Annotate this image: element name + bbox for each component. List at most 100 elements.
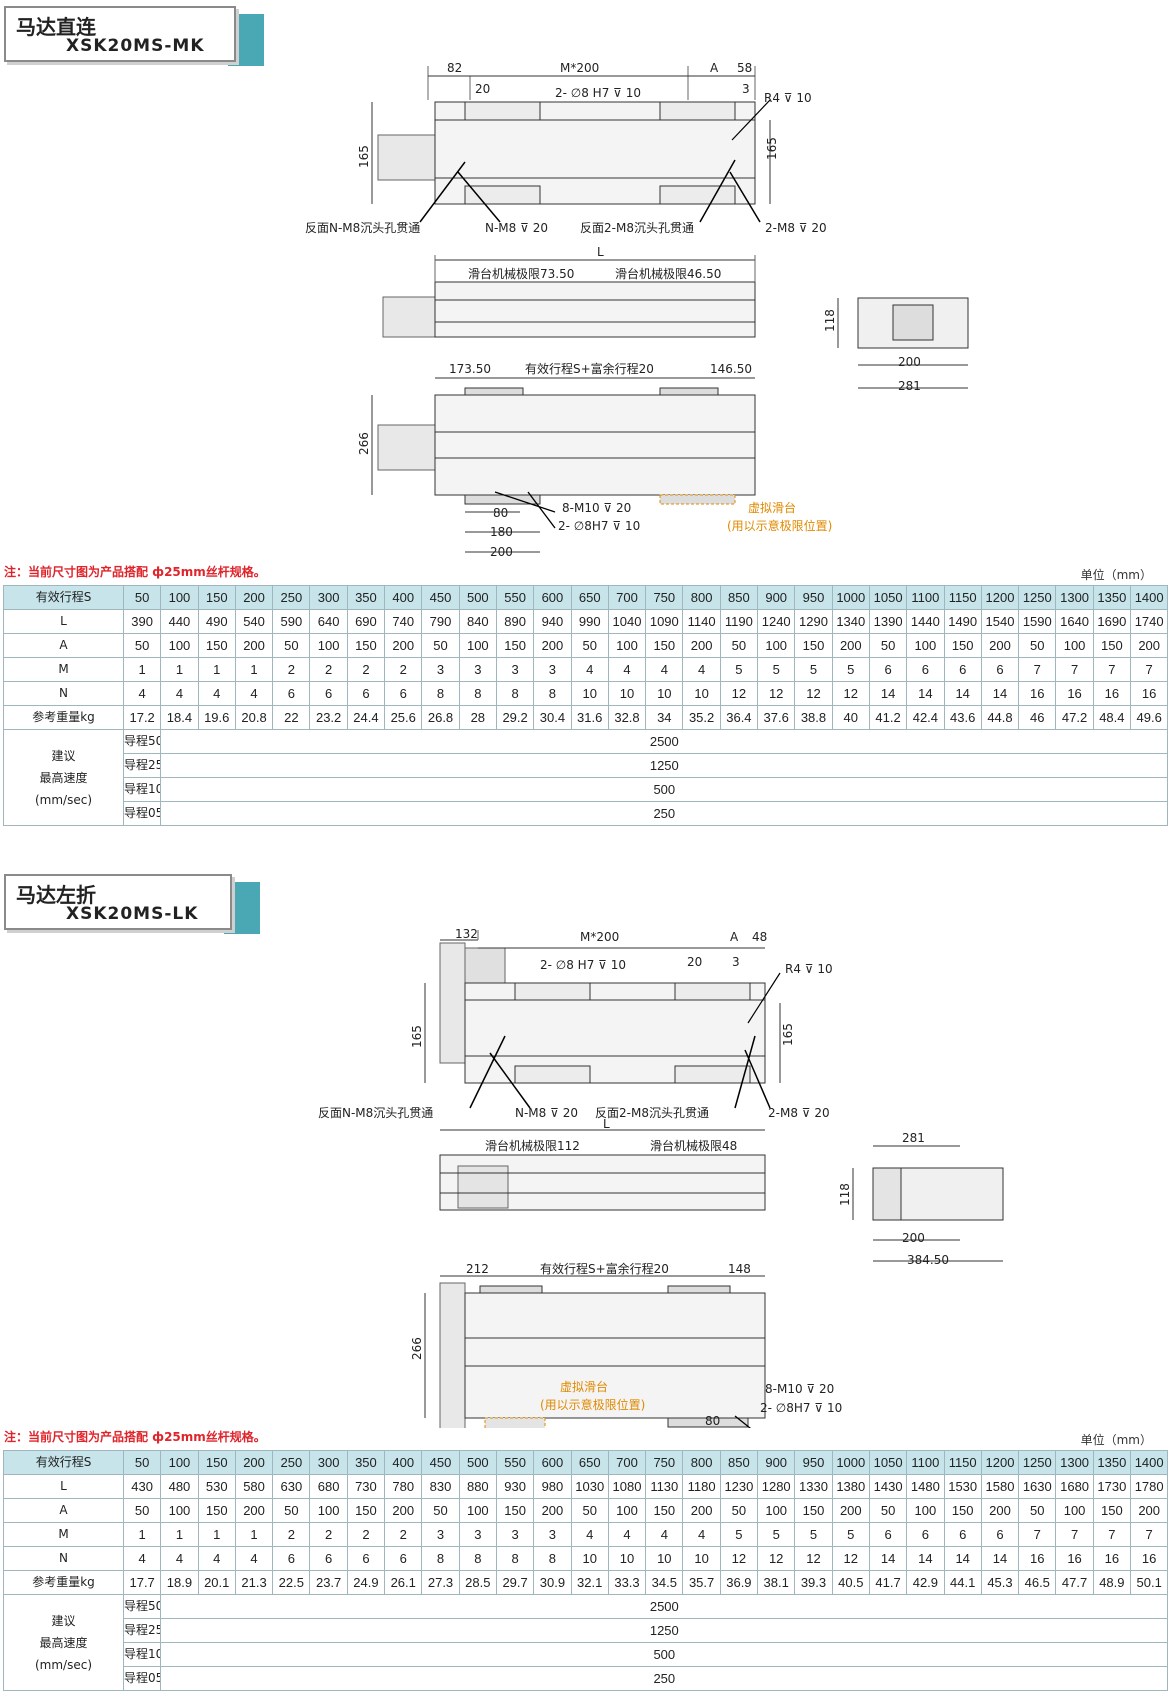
table-cell: 2 <box>346 1522 386 1547</box>
table-cell: 12 <box>757 1546 796 1571</box>
dim-173-50: 173.50 <box>449 362 491 376</box>
table-cell: 1100 <box>906 585 945 610</box>
table-cell: 4 <box>122 1546 162 1571</box>
table-cell: 3 <box>495 657 535 682</box>
table-cell: 600 <box>533 585 572 610</box>
table-cell: 200 <box>682 1498 721 1523</box>
dim-pin-hole: 2- ∅8 H7 ⊽ 10 <box>540 958 626 972</box>
dim-m200: M*200 <box>580 930 619 944</box>
dim-165-right: 165 <box>781 1023 795 1046</box>
dim-132: 132 <box>455 927 478 941</box>
table-cell: 4 <box>570 657 609 682</box>
table-cell: 980 <box>533 1474 572 1499</box>
table-cell: 3 <box>421 1522 460 1547</box>
table-cell: 200 <box>533 633 572 658</box>
speed-label-line: 最高速度 <box>39 770 88 785</box>
table-cell: 490 <box>197 609 236 634</box>
table-cell: 18.4 <box>160 705 199 730</box>
table-cell: 1440 <box>906 609 945 634</box>
table-cell: 100 <box>906 1498 945 1523</box>
table-cell: 930 <box>495 1474 535 1499</box>
dim-stroke: 有效行程S+富余行程20 <box>540 1261 669 1276</box>
section-title-box: 马达直连 XSK20MS-MK <box>4 6 236 62</box>
table-cell: 21.3 <box>234 1570 274 1595</box>
callout-rear-2m8: 反面2-M8沉头孔贯通 <box>595 1106 709 1120</box>
table-cell: 100 <box>757 633 796 658</box>
table-cell: 400 <box>384 1450 423 1475</box>
table-cell: 200 <box>384 633 423 658</box>
table-cell: 32.1 <box>570 1570 609 1595</box>
row-label: N <box>3 1546 124 1571</box>
row-label: 有效行程S <box>3 1450 124 1475</box>
table-cell: 1340 <box>831 609 870 634</box>
table-cell: 8 <box>495 681 535 706</box>
speed-row: 导程2512501125 <box>4 753 1169 778</box>
table-cell: 250 <box>272 585 311 610</box>
table-cell: 6 <box>384 1546 423 1571</box>
dim-r4: R4 ⊽ 10 <box>764 91 812 105</box>
row-label: A <box>3 1498 124 1523</box>
dim-limit-left: 滑台机械极限73.50 <box>468 266 574 281</box>
table-cell: 50 <box>868 633 908 658</box>
table-cell: 50 <box>272 1498 311 1523</box>
table-cell: 4 <box>197 1546 236 1571</box>
dim-80: 80 <box>493 506 508 520</box>
table-cell: 790 <box>421 609 460 634</box>
table-cell: 150 <box>943 1498 982 1523</box>
table-cell: 42.9 <box>906 1570 945 1595</box>
table-cell: 1150 <box>943 1450 982 1475</box>
table-cell: 50 <box>570 633 609 658</box>
row-label: M <box>3 1522 124 1547</box>
table-cell: 640 <box>309 609 348 634</box>
table-cell: 41.7 <box>868 1570 908 1595</box>
table-cell: 8 <box>421 1546 460 1571</box>
table-cell: 12 <box>831 1546 870 1571</box>
table-cell: 10 <box>682 1546 721 1571</box>
speed-value: 500 <box>160 1642 1169 1667</box>
table-cell: 1000 <box>831 585 870 610</box>
table-cell: 1730 <box>1092 1474 1132 1499</box>
table-cell: 1190 <box>719 609 759 634</box>
dim-pin-hole: 2- ∅8 H7 ⊽ 10 <box>555 86 641 100</box>
table-cell: 36.9 <box>719 1570 759 1595</box>
table-cell: 1250 <box>1018 585 1057 610</box>
table-cell: 440 <box>160 609 199 634</box>
table-cell: 1630 <box>1018 1474 1057 1499</box>
table-cell: 400 <box>384 585 423 610</box>
table-cell: 800 <box>682 585 721 610</box>
table-cell: 4 <box>682 657 721 682</box>
table-cell: 100 <box>757 1498 796 1523</box>
dim-384-50: 384.50 <box>907 1253 949 1267</box>
row-label: A <box>3 633 124 658</box>
dim-165-right: 165 <box>765 137 779 160</box>
speed-label: 建议最高速度(mm/sec) <box>3 1594 124 1691</box>
lead-label: 导程25 <box>122 1618 162 1643</box>
table-cell: 2 <box>272 1522 311 1547</box>
table-cell: 7 <box>1092 657 1132 682</box>
table-cell: 1 <box>234 1522 274 1547</box>
dim-a: A <box>730 930 739 944</box>
table-cell: 1250 <box>1018 1450 1057 1475</box>
table-cell: 42.4 <box>906 705 945 730</box>
table-cell: 44.8 <box>980 705 1020 730</box>
table-cell: 6 <box>309 1546 348 1571</box>
table-cell: 300 <box>309 585 348 610</box>
table-cell: 200 <box>533 1498 572 1523</box>
row-label: M <box>3 657 124 682</box>
table-cell: 1140 <box>682 609 721 634</box>
table-cell: 4 <box>645 1522 684 1547</box>
table-cell: 3 <box>458 1522 497 1547</box>
callout-pin2: 2- ∅8H7 ⊽ 10 <box>558 519 640 533</box>
table-cell: 840 <box>458 609 497 634</box>
table-cell: 100 <box>309 1498 348 1523</box>
table-cell: 2 <box>384 1522 423 1547</box>
table-cell: 8 <box>533 681 572 706</box>
table-cell: 480 <box>160 1474 199 1499</box>
table-cell: 40 <box>831 705 870 730</box>
table-cell: 6 <box>346 681 386 706</box>
table-cell: 530 <box>197 1474 236 1499</box>
table-cell: 6 <box>868 657 908 682</box>
speed-value: 1250 <box>160 753 1169 778</box>
